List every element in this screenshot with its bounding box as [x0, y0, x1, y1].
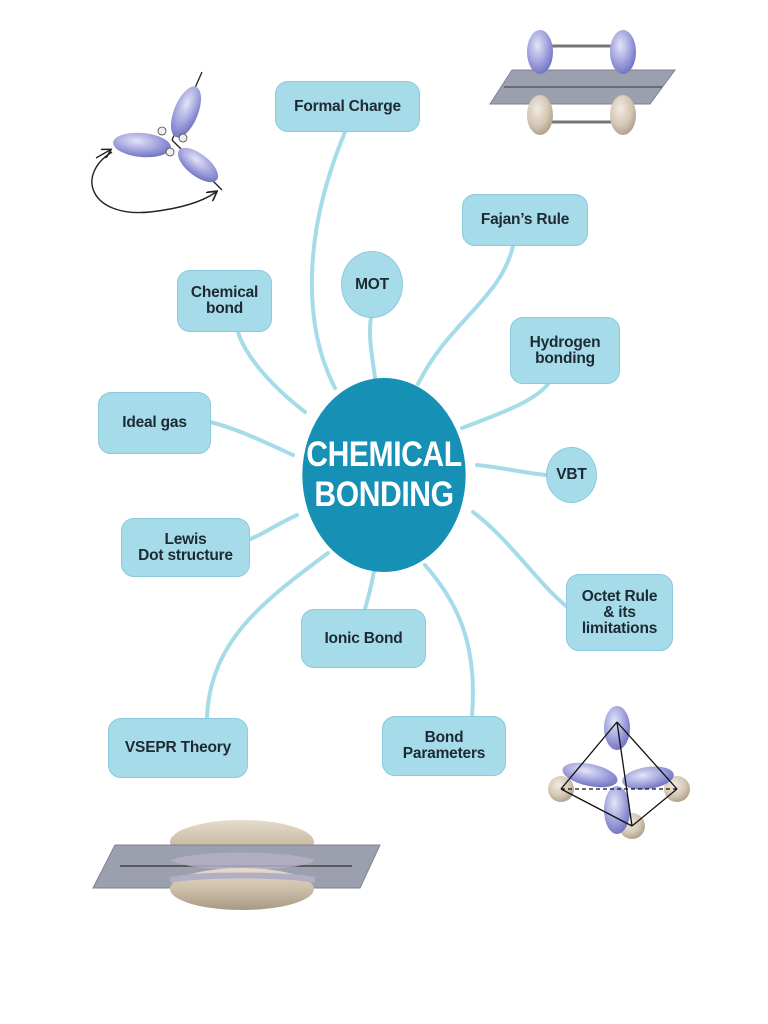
connector-ideal-gas [208, 420, 295, 457]
connectors [205, 130, 568, 720]
node-lewis-dot-structure[interactable]: Lewis Dot structure [121, 518, 250, 577]
connector-vbt [475, 463, 548, 477]
connector-octet-rule [471, 510, 568, 608]
node-fajans-rule[interactable]: Fajan’s Rule [462, 194, 588, 246]
pi-bond-orbital-icon [489, 30, 676, 135]
node-bond-parameters[interactable]: Bond Parameters [382, 716, 506, 776]
central-topic: CHEMICAL BONDING [302, 378, 466, 572]
connector-bond-parameters [423, 563, 475, 718]
connector-vsepr [205, 551, 330, 720]
connector-chemical-bond [236, 330, 307, 414]
node-vbt[interactable]: VBT [546, 447, 597, 503]
connector-hydrogen-bonding [460, 382, 550, 430]
node-chemical-bond[interactable]: Chemical bond [177, 270, 272, 332]
connector-formal-charge [309, 130, 347, 390]
sigma-bond-overlap-icon [92, 820, 381, 910]
node-ideal-gas[interactable]: Ideal gas [98, 392, 211, 454]
connector-lewis [246, 513, 299, 542]
connector-mot [367, 316, 377, 380]
node-mot[interactable]: MOT [341, 251, 403, 318]
trigonal-planar-orbital-icon [91, 71, 223, 214]
node-hydrogen-bonding[interactable]: Hydrogen bonding [510, 317, 620, 384]
node-vsepr-theory[interactable]: VSEPR Theory [108, 718, 248, 778]
octahedral-orbital-icon [548, 706, 690, 839]
node-octet-rule[interactable]: Octet Rule & its limitations [566, 574, 673, 651]
connector-fajans-rule [416, 244, 515, 386]
connector-ionic-bond [363, 568, 376, 611]
node-ionic-bond[interactable]: Ionic Bond [301, 609, 426, 668]
node-formal-charge[interactable]: Formal Charge [275, 81, 420, 132]
